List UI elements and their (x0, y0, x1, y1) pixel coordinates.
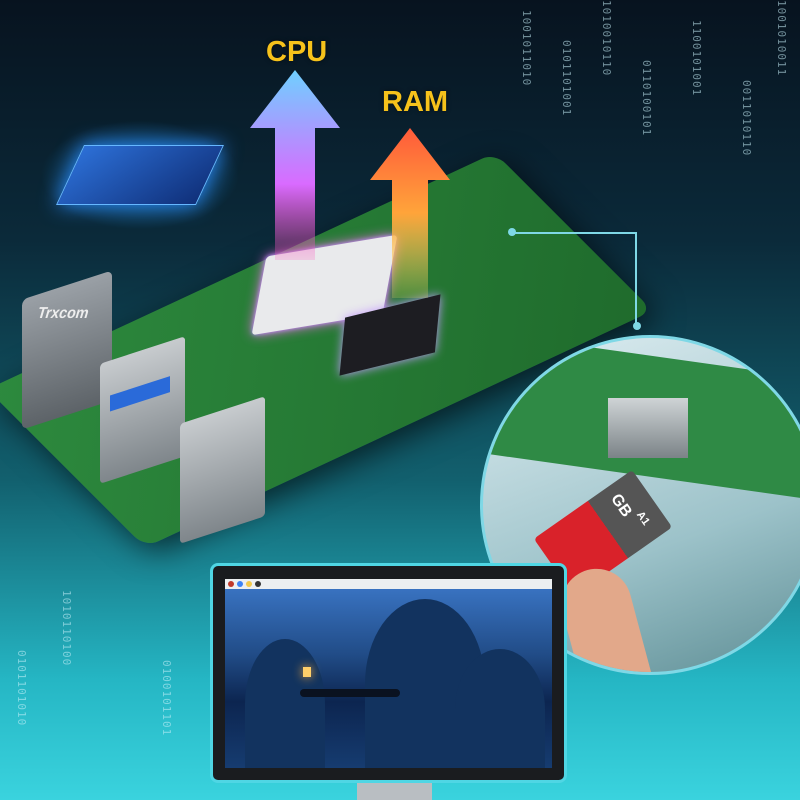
binary-column: 1010010110 (600, 0, 613, 77)
binary-column: 1010110100 (60, 590, 73, 667)
cpu-arrow-icon (250, 70, 340, 260)
folder-icon[interactable] (246, 581, 252, 587)
boat (300, 689, 400, 697)
ram-label: RAM (382, 86, 449, 118)
binary-column: 0101101010 (15, 650, 28, 727)
processor-chip-illustration (56, 145, 224, 205)
sd-card-class: A1 (633, 509, 652, 528)
callout-line (512, 232, 637, 327)
desktop-screen (225, 579, 552, 768)
ram-arrow-icon (370, 128, 450, 298)
monitor-stand (357, 783, 432, 800)
taskbar (225, 579, 552, 589)
mountain (245, 639, 325, 768)
monitor (210, 563, 567, 783)
sd-card-capacity: GB (607, 490, 635, 521)
lantern (303, 667, 311, 677)
binary-column: 1001010011 (775, 0, 788, 77)
menu-icon[interactable] (228, 581, 234, 587)
ethernet-brand-label: Trxcom (35, 304, 92, 323)
binary-column: 0101101001 (560, 40, 573, 117)
callout-dot (633, 322, 641, 330)
callout-dot (508, 228, 516, 236)
binary-column: 1001011010 (520, 10, 533, 87)
terminal-icon[interactable] (255, 581, 261, 587)
binary-column: 0110100101 (640, 60, 653, 137)
binary-column: 1100101001 (690, 20, 703, 97)
binary-column: 0011010110 (740, 80, 753, 157)
mountain (455, 649, 545, 768)
sd-card-slot (608, 398, 688, 458)
browser-icon[interactable] (237, 581, 243, 587)
cpu-label: CPU (266, 36, 328, 68)
binary-column: 0100101101 (160, 660, 173, 737)
